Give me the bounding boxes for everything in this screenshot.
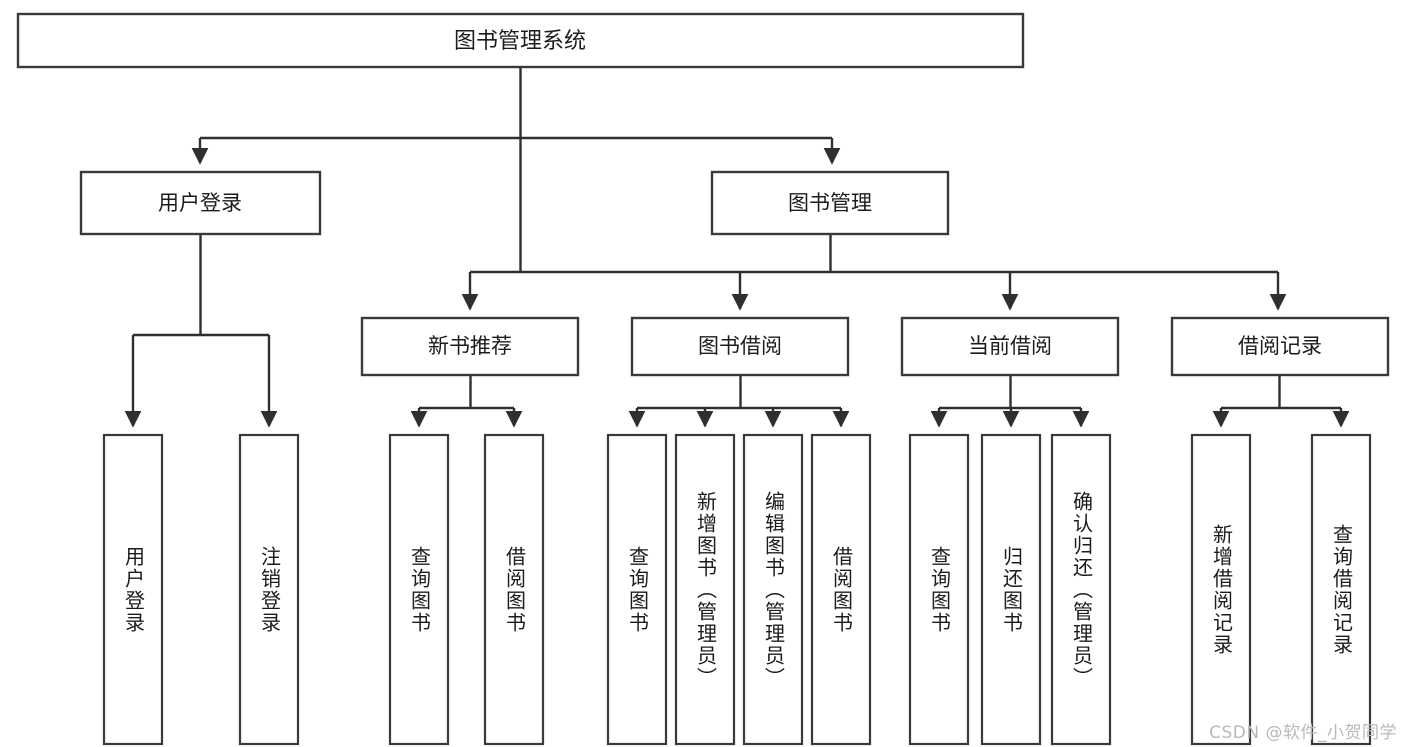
node-book-borrow-label: 图书借阅: [698, 334, 782, 358]
watermark-text: CSDN @软件_小贺同学: [1209, 723, 1397, 743]
node-user-login-label: 用户登录: [158, 191, 242, 215]
node-new-book-rec[interactable]: 新书推荐: [360, 316, 580, 377]
connector-group-current-borrow: [930, 375, 1090, 428]
node-borrow-record-label: 借阅记录: [1238, 334, 1322, 358]
node-root-label: 图书管理系统: [454, 29, 586, 54]
connector-group-borrow-record: [1212, 375, 1350, 428]
node-root[interactable]: 图书管理系统: [16, 12, 1025, 69]
node-user-login[interactable]: 用户登录: [79, 170, 322, 236]
connector-group-book-borrow: [628, 375, 850, 428]
leaf-borrow-book-1-box[interactable]: [483, 433, 545, 746]
connector-group-new-book-rec: [410, 375, 523, 428]
connector-group-book-manage: [461, 234, 1287, 311]
leaf-confirm-return-box[interactable]: [1050, 433, 1112, 746]
connector-group-level2: [191, 138, 841, 165]
node-current-borrow-box[interactable]: [900, 316, 1120, 377]
leaf-return-book-box[interactable]: [980, 433, 1042, 746]
leaf-user-login-box[interactable]: [102, 433, 164, 746]
node-user-login-box[interactable]: [79, 170, 322, 236]
node-new-book-rec-box[interactable]: [360, 316, 580, 377]
node-borrow-record-box[interactable]: [1170, 316, 1390, 377]
node-book-manage[interactable]: 图书管理: [710, 170, 950, 236]
node-book-manage-label: 图书管理: [788, 191, 872, 215]
leaf-borrow-book-2-box[interactable]: [810, 433, 872, 746]
leaf-query-record-box[interactable]: [1310, 433, 1372, 746]
leaf-node-boxes: [102, 433, 1372, 746]
connector-group-root: [200, 67, 832, 272]
leaf-add-record-box[interactable]: [1190, 433, 1252, 746]
leaf-add-book-box[interactable]: [674, 433, 736, 746]
node-root-box[interactable]: [16, 12, 1025, 69]
node-book-borrow[interactable]: 图书借阅: [630, 316, 850, 377]
leaf-query-book-2-box[interactable]: [606, 433, 668, 746]
leaf-query-book-1-box[interactable]: [388, 433, 450, 746]
node-current-borrow-label: 当前借阅: [968, 334, 1052, 358]
leaf-logout-box[interactable]: [238, 433, 300, 746]
node-borrow-record[interactable]: 借阅记录: [1170, 316, 1390, 377]
node-new-book-rec-label: 新书推荐: [428, 334, 512, 358]
node-book-borrow-box[interactable]: [630, 316, 850, 377]
leaf-query-book-3-box[interactable]: [908, 433, 970, 746]
connector-group-user-login: [124, 234, 278, 428]
node-book-manage-box[interactable]: [710, 170, 950, 236]
leaf-edit-book-box[interactable]: [742, 433, 804, 746]
node-current-borrow[interactable]: 当前借阅: [900, 316, 1120, 377]
